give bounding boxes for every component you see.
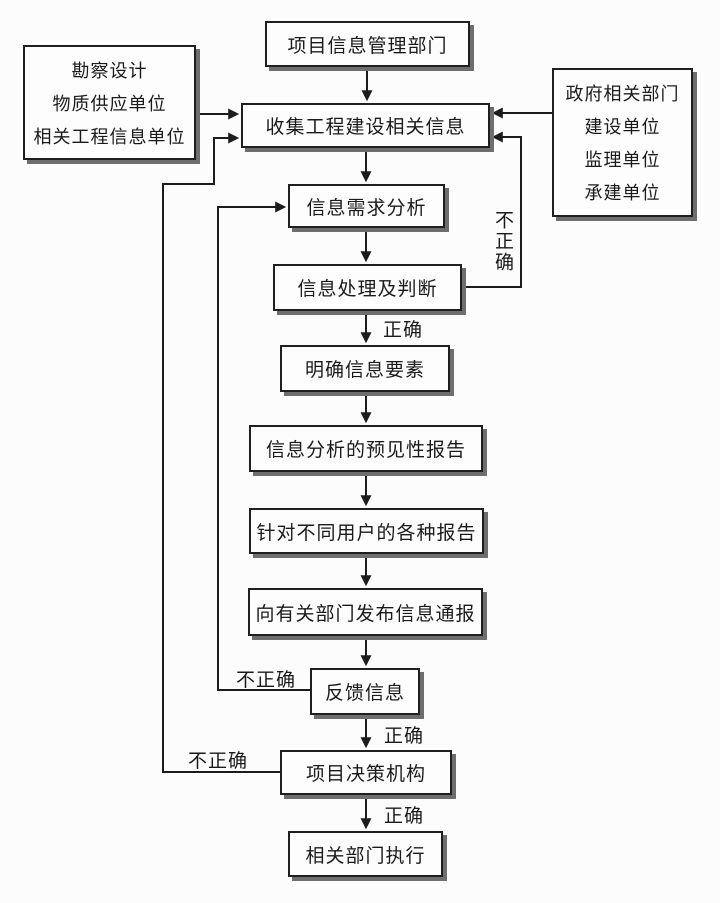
node-demand-analysis: 信息需求分析 [288, 184, 445, 228]
node-left-sources: 勘察设计 物质供应单位 相关工程信息单位 [23, 45, 196, 160]
edge-label-incorrect-decision: 不正确 [188, 751, 249, 772]
node-clarify-elements: 明确信息要素 [280, 345, 450, 392]
node-dept-execute: 相关部门执行 [288, 831, 443, 877]
left-source-line-survey-design: 勘察设计 [71, 60, 148, 81]
edge-label-incorrect-process: 不正确 [492, 210, 513, 273]
right-source-line-supervision-unit: 监理单位 [584, 150, 661, 171]
right-source-line-contractor-unit: 承建单位 [584, 183, 661, 204]
node-user-reports: 针对不同用户的各种报告 [249, 508, 484, 554]
edge-label-correct-feedback: 正确 [384, 726, 425, 747]
node-forecast-report: 信息分析的预见性报告 [249, 425, 483, 472]
arrow-decision-incorrect-to-collect [162, 132, 280, 773]
edge-label-correct-process: 正确 [383, 320, 424, 341]
edge-label-correct-decision: 正确 [384, 806, 425, 827]
node-process-judge: 信息处理及判断 [273, 264, 462, 311]
node-project-info-dept: 项目信息管理部门 [265, 21, 470, 67]
arrow-feedback-incorrect-to-demand [217, 201, 310, 691]
right-source-line-construction-unit: 建设单位 [584, 116, 661, 137]
node-collect-info: 收集工程建设相关信息 [241, 103, 490, 148]
left-source-line-material-supply: 物质供应单位 [52, 93, 167, 114]
node-decision-body: 项目决策机构 [280, 750, 452, 795]
node-feedback-info: 反馈信息 [310, 668, 420, 715]
arrow-process-incorrect-to-collect [462, 131, 522, 288]
right-source-line-government-depts: 政府相关部门 [565, 83, 680, 104]
node-publish-bulletin: 向有关部门发布信息通报 [248, 588, 483, 636]
edge-label-incorrect-feedback: 不正确 [236, 670, 297, 691]
node-right-sources: 政府相关部门 建设单位 监理单位 承建单位 [552, 68, 693, 217]
left-source-line-related-project-info: 相关工程信息单位 [33, 126, 186, 147]
